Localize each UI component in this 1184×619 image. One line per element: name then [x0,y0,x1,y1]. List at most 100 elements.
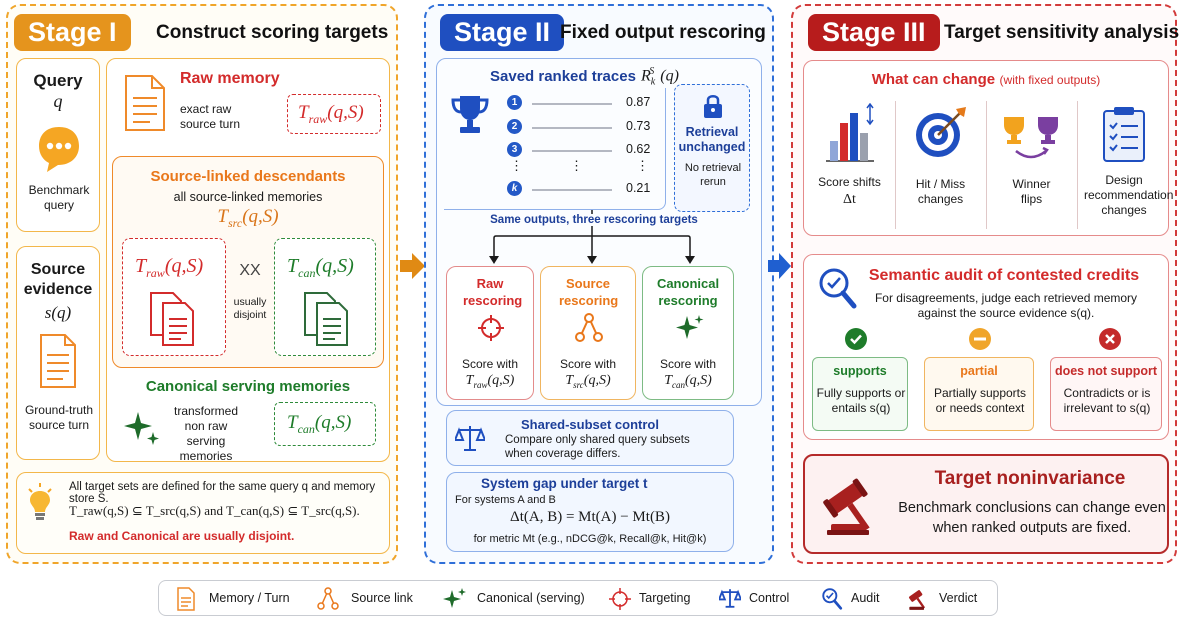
system-gap-box: System gap under target t For systems A … [446,472,734,552]
scales-icon [453,423,487,458]
chat-bubble-icon [35,123,83,180]
legend-3-label: Targeting [639,591,691,605]
verdict-0-label: supports [833,364,887,378]
legend-2-label: Canonical (serving) [477,591,585,605]
targeting-legend-icon [609,588,631,615]
canonical-sparkle-icon [675,313,705,348]
source-link-icon [575,313,603,348]
t-raw-label: Traw(q,S) [298,102,364,126]
raw-subset-label: Traw(q,S) [135,255,204,280]
gap-systems: For systems A and B [455,494,556,506]
benchmark-query: Benchmark query [28,183,90,212]
raw-score-target: Traw(q,S) [465,373,515,390]
source-score-target: Tsrc(q,S) [565,373,611,390]
divider-3 [1077,101,1078,229]
raw-memory-icon [124,74,166,137]
descendants-title: Source-linked descendants [150,168,346,185]
noninvariance-box: Target noninvariance Benchmark conclusio… [803,454,1169,554]
rank-2-score: 0.73 [626,119,651,133]
change-2-label: Winner flips [1012,177,1051,206]
gap-metric: for metric Mt (e.g., nDCG@k, Recall@k, H… [473,533,707,545]
verdict-0-desc: Fully supports or entails s(q) [816,386,906,415]
verdict-legend-icon [907,587,931,616]
verdict-1-desc: Partially supports or needs context [933,386,1027,415]
minus-icon [968,327,992,356]
raw-docs-icon [149,291,197,352]
canonical-title: Canonical serving memories [145,378,351,395]
t-raw-box: Traw(q,S) [287,94,381,134]
rank-1-badge: 1 [507,95,522,110]
gap-formula: Δt(A, B) = Mt(A) − Mt(B) [510,509,670,525]
raw-memory-title: Raw memory [180,70,280,87]
note-warning: Raw and Canonical are usually disjoint. [69,529,295,543]
cross-icon [1098,327,1122,356]
source-title-2: evidence [23,281,93,298]
query-title: Query [33,71,83,90]
source-var: s(q) [44,303,72,322]
control-legend-icon [717,587,743,614]
canonical-rescoring-box: Canonical rescoring Score with Tcan(q,S) [642,266,734,400]
legend-6-label: Verdict [939,591,978,605]
rank-3-score: 0.62 [626,142,651,156]
canonical-score-target: Tcan(q,S) [664,373,712,390]
sparkle-icon [122,408,162,453]
source-evidence-box: Source evidence s(q) Ground-truth source… [16,246,100,460]
raw-rescoring-box: Raw rescoring Score with Traw(q,S) [446,266,534,400]
arrow-stage2-to-3 [768,252,792,285]
cross-symbol: XX [239,262,261,279]
rank-k-badge: k [507,181,522,196]
ellipsis-1: ⋮ [510,158,523,173]
verdict-partial: partial Partially supports or needs cont… [924,357,1034,431]
retrieval-title: Retrieval unchanged [678,125,746,154]
magnifier-icon [818,267,858,316]
rank-2-bar [532,127,612,129]
canonical-score-with: Score with [659,357,717,371]
legend: Memory / Turn Source link Canonical (ser… [158,580,998,616]
clipboard-icon [1102,105,1146,168]
can-docs-icon [303,291,351,352]
stage3-title: Target sensitivity analysis [944,22,1180,43]
divider-1 [895,101,896,229]
audit-title: Semantic audit of contested credits [868,267,1140,284]
legend-5-label: Audit [851,591,880,605]
stage2-title: Fixed output rescoring [560,22,766,43]
source-link-legend-icon [317,587,339,616]
retrieval-desc: No retrieval rerun [684,162,742,188]
legend-4-label: Control [749,591,790,605]
same-outputs: Same outputs, three rescoring targets [484,214,704,226]
ellipsis-3: ⋮ [636,158,649,173]
rank-3-badge: 3 [507,142,522,157]
rank-1-bar [532,103,612,105]
can-subset-label: Tcan(q,S) [287,255,354,280]
traces-title: Saved ranked traces [490,68,636,85]
trophies-icon [1000,113,1064,170]
source-rescoring-box: Source rescoring Score with Tsrc(q,S) [540,266,636,400]
raw-memory-desc: exact raw source turn [180,102,241,131]
source-score-with: Score with [559,357,617,371]
descendants-desc: all source-linked memories [173,190,323,204]
change-header: What can change (with fixed outputs) [871,71,1101,88]
change-0-sub: Δt [843,192,856,207]
gavel-icon [823,476,885,541]
canonical-legend-icon [443,587,467,616]
legend-1-label: Source link [351,591,413,605]
stage1-badge: Stage I [14,14,131,51]
note-line2: T_raw(q,S) ⊆ T_src(q,S) and T_can(q,S) ⊆… [69,503,360,518]
semantic-audit-box: Semantic audit of contested credits For … [803,254,1169,440]
can-subset-box: Tcan(q,S) [274,238,376,356]
change-0-label: Score shifts [818,175,881,189]
legend-0-label: Memory / Turn [209,591,290,605]
rank-k-bar [532,189,612,191]
query-var: q [53,91,63,111]
noninvariance-title: Target noninvariance [934,468,1126,489]
raw-score-with: Score with [461,357,519,371]
raw-rescoring-title: Raw rescoring [463,276,523,308]
verdict-2-desc: Contradicts or is irrelevant to s(q) [1063,386,1151,415]
ground-truth: Ground-truth source turn [24,403,94,432]
rank-3-bar [532,150,612,152]
change-3-label: Design recommendation changes [1084,173,1174,217]
traces-list-frame [444,88,666,210]
query-box: Query q Benchmark query [16,58,100,232]
source-rescoring-title: Source rescoring [559,276,619,308]
divider-2 [986,101,987,229]
